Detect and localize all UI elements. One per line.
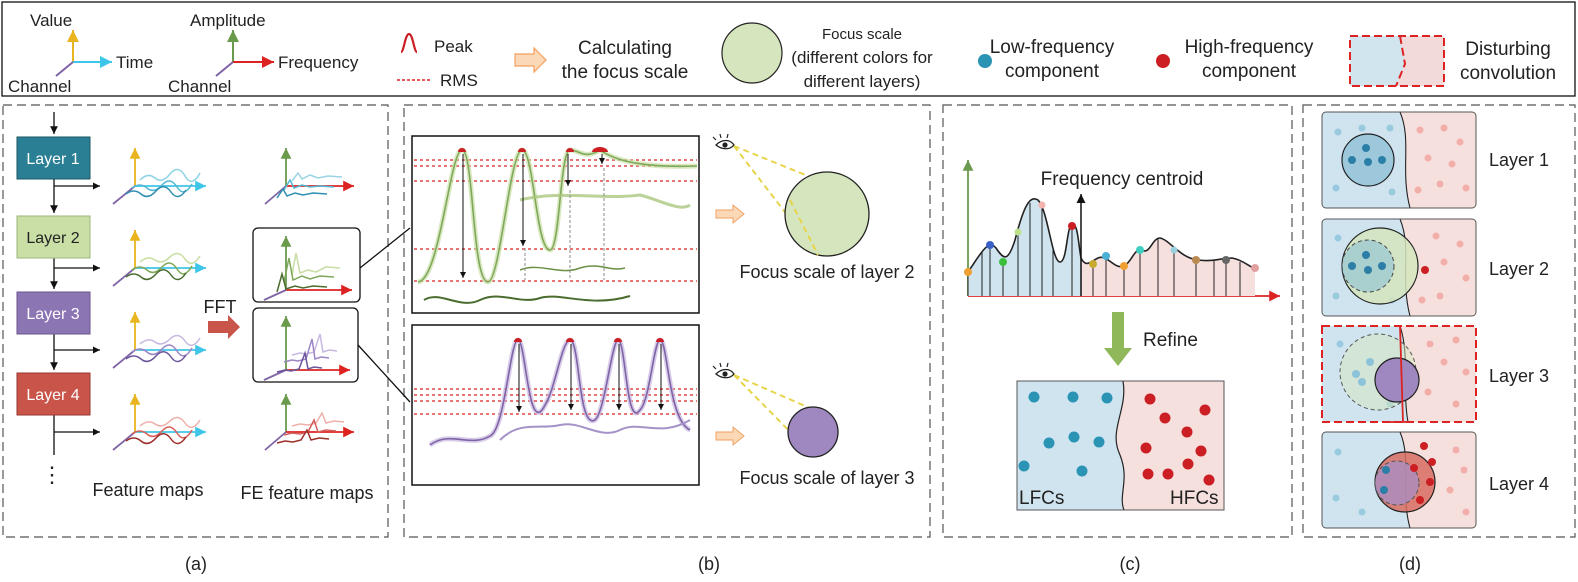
panel-d-layer4-label: Layer 4 xyxy=(1489,474,1549,494)
panel-b-frame xyxy=(403,104,931,538)
fe-feature-map-4 xyxy=(264,394,354,451)
fe-feature-maps-label: FE feature maps xyxy=(240,483,373,503)
panel-frames xyxy=(2,104,1576,538)
feature-map-4 xyxy=(112,394,206,451)
legend-calc-line2: the focus scale xyxy=(562,62,689,83)
legend-frequency-axes-icon xyxy=(215,30,274,77)
spectrum-box-layer2 xyxy=(411,135,700,314)
panel-d-layer1-label: Layer 1 xyxy=(1489,150,1549,170)
hfcs-label: HFCs xyxy=(1170,488,1219,509)
panel-c: Frequency centroid Refine LFCs HFCs xyxy=(962,160,1280,511)
legend-channel2-label: Channel xyxy=(168,77,231,96)
legend-rms-label: RMS xyxy=(440,71,478,90)
caption-d: (d) xyxy=(1399,554,1421,574)
lfcs-label: LFCs xyxy=(1019,488,1064,509)
focus-layer3-label: Focus scale of layer 3 xyxy=(739,468,914,488)
panel-d-layer3-tile xyxy=(1321,325,1477,423)
layer-4-block: Layer 4 xyxy=(16,372,91,416)
caption-a: (a) xyxy=(185,554,207,574)
svg-text:Layer 1: Layer 1 xyxy=(26,151,79,168)
feature-map-1 xyxy=(112,148,206,205)
panel-a-frame xyxy=(2,104,389,538)
centroid-label: Frequency centroid xyxy=(1041,169,1204,190)
panel-d-layer1-tile xyxy=(1321,111,1477,209)
connector-layer2 xyxy=(359,227,411,269)
legend-channel-label: Channel xyxy=(8,77,71,96)
focus-arrow-layer2 xyxy=(715,203,745,225)
panel-d-layer4-tile xyxy=(1321,431,1477,529)
layer-2-block: Layer 2 xyxy=(16,215,91,259)
refined-components-box xyxy=(1016,380,1225,511)
legend-high-line2: component xyxy=(1202,61,1297,82)
high-frequency-area xyxy=(1081,238,1255,296)
legend-focus-line3: different layers) xyxy=(804,72,921,91)
legend-low-line2: component xyxy=(1005,61,1100,82)
fe-feature-map-1 xyxy=(264,148,354,205)
legend-focus-line2: (different colors for xyxy=(791,48,933,67)
high-frequency-dot-icon xyxy=(1156,54,1170,68)
legend-disturb-line2: convolution xyxy=(1460,63,1556,84)
legend-value-label: Value xyxy=(30,11,72,30)
connector-layer3 xyxy=(357,344,411,403)
feature-map-3 xyxy=(112,312,206,369)
fft-arrow-icon xyxy=(208,315,240,339)
svg-text:Layer 2: Layer 2 xyxy=(26,230,79,247)
low-frequency-dot-icon xyxy=(978,54,992,68)
focus-circle-layer2 xyxy=(784,171,870,257)
svg-text:Layer 3: Layer 3 xyxy=(26,306,79,323)
legend-amplitude-label: Amplitude xyxy=(190,11,266,30)
peak-icon xyxy=(400,32,418,54)
caption-b: (b) xyxy=(698,554,720,574)
eye-icon-layer2 xyxy=(712,133,735,150)
fe-feature-map-3-highlight xyxy=(252,307,359,383)
focus-scale-icon xyxy=(721,22,783,84)
panel-b: Focus scale of layer 2 Focus scale of la… xyxy=(411,133,915,488)
feature-map-2 xyxy=(112,230,206,287)
legend-time-label: Time xyxy=(116,53,153,72)
legend-calc-line1: Calculating xyxy=(578,38,672,59)
legend-peak-label: Peak xyxy=(434,37,473,56)
panel-a: Layer 1 Layer 2 Layer 3 Layer 4 ⋮ xyxy=(16,112,374,503)
panel-c-frame xyxy=(942,104,1293,538)
svg-text:Layer 4: Layer 4 xyxy=(26,387,79,404)
panel-d-layer3-label: Layer 3 xyxy=(1489,366,1549,386)
panel-d-layer2-label: Layer 2 xyxy=(1489,259,1549,279)
fe-feature-map-2-highlight xyxy=(252,227,361,303)
disturbing-convolution-icon xyxy=(1349,35,1445,87)
eye-icon-layer3 xyxy=(712,362,735,379)
legend-frequency-label: Frequency xyxy=(278,53,359,72)
legend-focus-line1: Focus scale xyxy=(822,26,902,43)
layer-3-block: Layer 3 xyxy=(16,291,91,335)
legend-bar: Value Time Channel Amplitude Frequency C… xyxy=(1,1,1576,97)
spectrum-markers xyxy=(964,201,1259,276)
focus-layer2-label: Focus scale of layer 2 xyxy=(739,262,914,282)
caption-c: (c) xyxy=(1120,554,1141,574)
legend-time-axes-icon xyxy=(55,30,112,77)
legend-low-line1: Low-frequency xyxy=(990,37,1115,58)
legend-high-line1: High-frequency xyxy=(1185,37,1314,58)
feature-maps-label: Feature maps xyxy=(92,480,203,500)
fft-label: FFT xyxy=(204,297,237,317)
focus-circle-layer3 xyxy=(787,406,839,458)
refine-arrow-icon xyxy=(1104,312,1132,366)
refine-label: Refine xyxy=(1143,330,1198,351)
layer-ellipsis: ⋮ xyxy=(41,462,63,487)
panel-d: Layer 1 Layer 2 Layer 3 Layer 4 xyxy=(1321,111,1549,529)
legend-disturb-line1: Disturbing xyxy=(1465,39,1551,60)
panel-d-layer2-tile xyxy=(1321,218,1477,317)
calc-arrow-icon xyxy=(514,46,547,74)
panel-d-frame xyxy=(1302,104,1576,538)
focus-arrow-layer3 xyxy=(715,425,745,447)
spectrum-box-layer3 xyxy=(411,324,700,486)
layer-1-block: Layer 1 xyxy=(16,136,91,180)
